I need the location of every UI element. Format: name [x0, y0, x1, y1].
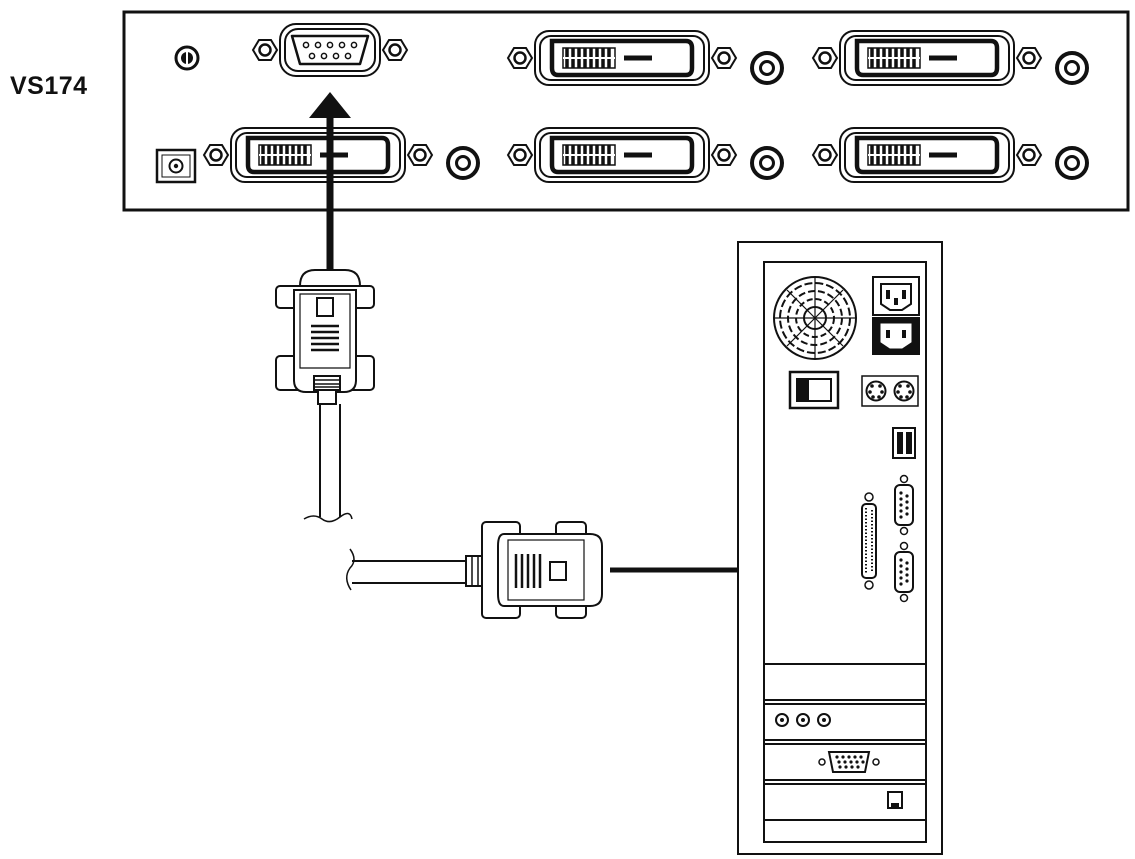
- audio-jack-top-2-icon: [1055, 51, 1089, 85]
- power-jack-icon: [155, 148, 197, 184]
- network-port-icon: [887, 791, 903, 809]
- audio-jacks-icon: [775, 713, 831, 727]
- parallel-port-icon: [861, 492, 877, 590]
- power-switch-icon: [788, 370, 840, 410]
- ps2-ports-icon: [861, 375, 919, 407]
- dvi-port-top-2-icon: [813, 31, 1041, 85]
- computer-rear-panel: [737, 241, 943, 855]
- audio-jack-bottom-1-icon: [446, 146, 480, 180]
- ground-terminal-icon: [174, 45, 200, 71]
- dvi-port-top-1-icon: [508, 31, 736, 85]
- switch-rear-panel: [122, 10, 1130, 212]
- power-socket-icon: [872, 276, 920, 316]
- power-outlet-icon: [872, 317, 920, 355]
- audio-jack-top-1-icon: [750, 51, 784, 85]
- audio-jack-bottom-3-icon: [1055, 146, 1089, 180]
- dvi-port-bottom-3-icon: [813, 128, 1041, 182]
- arrow-up-to-switch-icon: [309, 92, 351, 270]
- usb-ports-icon: [892, 427, 916, 459]
- dvi-port-bottom-2-icon: [508, 128, 736, 182]
- audio-jack-bottom-2-icon: [750, 146, 784, 180]
- expansion-slots: [763, 663, 927, 821]
- dvi-port-bottom-1-icon: [204, 128, 432, 182]
- db9-serial-port-icon: [251, 23, 409, 77]
- horizontal-db9-cable-connector-icon: [346, 521, 603, 619]
- device-model-label: VS174: [10, 72, 88, 100]
- vertical-db9-cable-connector-icon: [275, 269, 375, 523]
- fan-icon: [773, 276, 857, 360]
- vga-port-icon: [818, 751, 880, 773]
